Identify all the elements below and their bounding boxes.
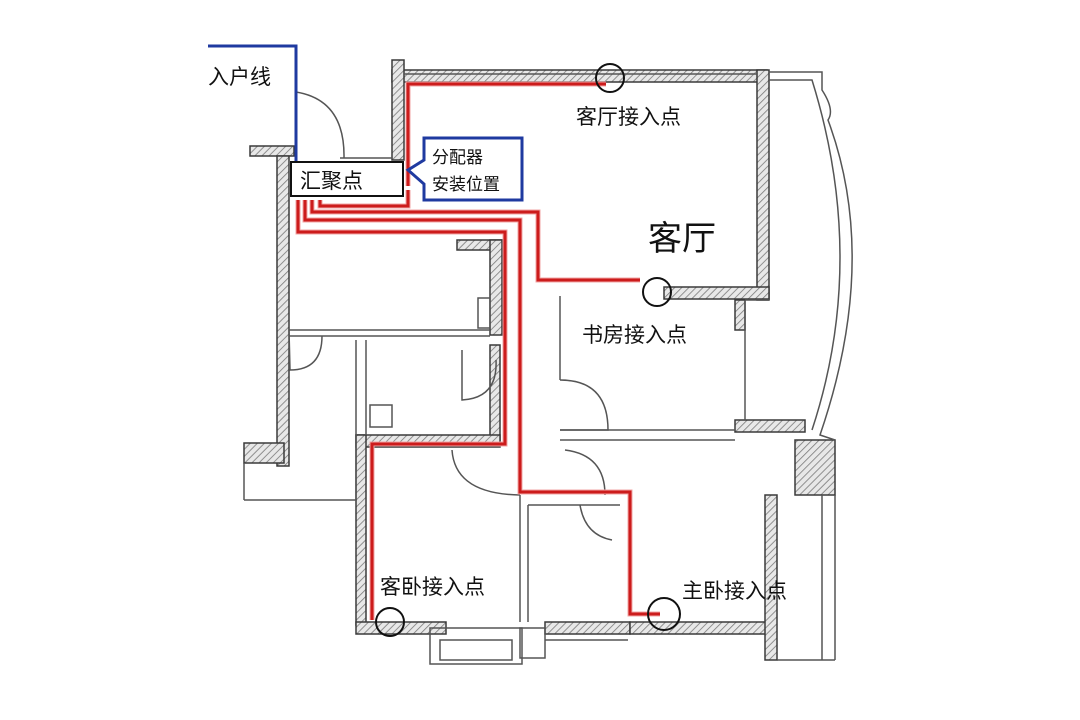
master-bedroom-access-point bbox=[647, 597, 681, 631]
cable-routes bbox=[295, 81, 660, 620]
cable-study bbox=[310, 200, 640, 282]
guest-bedroom-point-label: 客卧接入点 bbox=[380, 575, 485, 599]
incoming-line bbox=[208, 44, 298, 162]
living-room-point-label: 客厅接入点 bbox=[576, 105, 681, 129]
incoming-line-label: 入户线 bbox=[208, 65, 271, 89]
living-room-label: 客厅 bbox=[648, 219, 716, 259]
splitter-label-line2: 安装位置 bbox=[432, 175, 500, 195]
splitter-location-box bbox=[405, 136, 524, 202]
master-bedroom-point-label: 主卧接入点 bbox=[682, 579, 787, 603]
cable-living-room bbox=[406, 82, 606, 186]
splitter-label-line1: 分配器 bbox=[432, 148, 483, 168]
guest-bedroom-access-point bbox=[375, 607, 405, 637]
study-access-point bbox=[642, 277, 672, 307]
study-point-label: 书房接入点 bbox=[582, 323, 687, 347]
architectural-lines bbox=[243, 71, 853, 665]
cable-guest-bedroom bbox=[296, 200, 507, 620]
living-room-access-point bbox=[595, 63, 625, 93]
hub-box bbox=[290, 161, 404, 197]
hub-label: 汇聚点 bbox=[300, 169, 363, 193]
cable-master-bedroom bbox=[303, 200, 660, 616]
walls bbox=[243, 59, 836, 661]
